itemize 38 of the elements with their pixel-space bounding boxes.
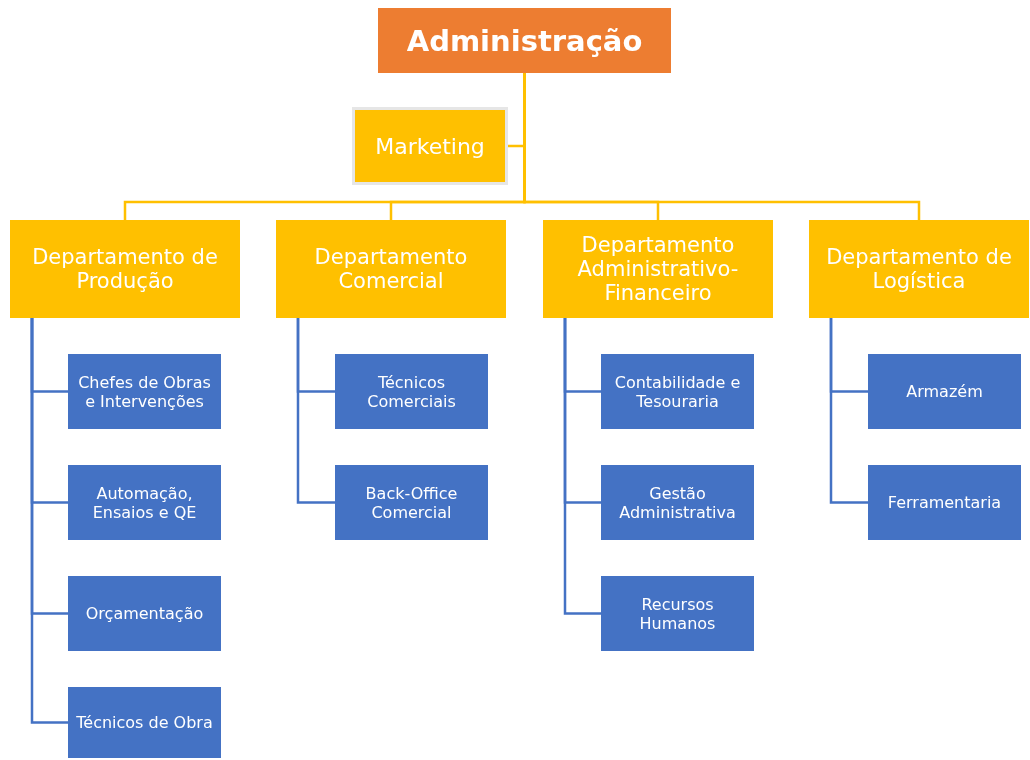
- node-label: Armazém: [906, 382, 983, 401]
- connector-line: [296, 318, 335, 504]
- unit-box: [868, 465, 1021, 540]
- unit-box: [68, 465, 221, 540]
- department-box: [543, 220, 773, 318]
- node-label: Departamento Comercial: [313, 245, 469, 293]
- department-box: [809, 220, 1029, 318]
- staff-box: [352, 107, 508, 185]
- unit-box: [68, 354, 221, 429]
- node-label: Departamento Administrativo-Financeiro: [576, 233, 740, 305]
- unit-box: [601, 465, 754, 540]
- node-label: Departamento de Produção: [31, 245, 219, 293]
- connector-line: [829, 318, 868, 504]
- node-label: Administração: [406, 23, 643, 58]
- node-label: Back-Office Comercial: [364, 483, 459, 522]
- node-label: Técnicos de Obra: [76, 713, 213, 732]
- node-label: Chefes de Obras e Intervenções: [77, 372, 212, 411]
- node-label: Departamento de Logística: [825, 245, 1013, 293]
- unit-box: [68, 576, 221, 651]
- node-label: Ferramentaria: [887, 493, 1002, 512]
- node-label: Orçamentação: [85, 604, 204, 623]
- unit-box: [868, 354, 1021, 429]
- top-box: [378, 8, 671, 73]
- unit-box: [601, 354, 754, 429]
- node-label: Recursos Humanos: [638, 594, 717, 633]
- unit-box: [68, 687, 221, 758]
- unit-box: [601, 576, 754, 651]
- unit-box: [335, 354, 488, 429]
- department-box: [276, 220, 506, 318]
- unit-box: [335, 465, 488, 540]
- department-box: [10, 220, 240, 318]
- connector-line: [563, 318, 601, 615]
- node-label: Técnicos Comerciais: [366, 372, 457, 411]
- connector-line: [30, 318, 68, 724]
- node-label: Marketing: [375, 133, 485, 159]
- node-label: Contabilidade e Tesouraria: [613, 372, 742, 411]
- node-label: Automação, Ensaios e QE: [91, 483, 198, 522]
- node-label: Gestão Administrativa: [618, 483, 737, 522]
